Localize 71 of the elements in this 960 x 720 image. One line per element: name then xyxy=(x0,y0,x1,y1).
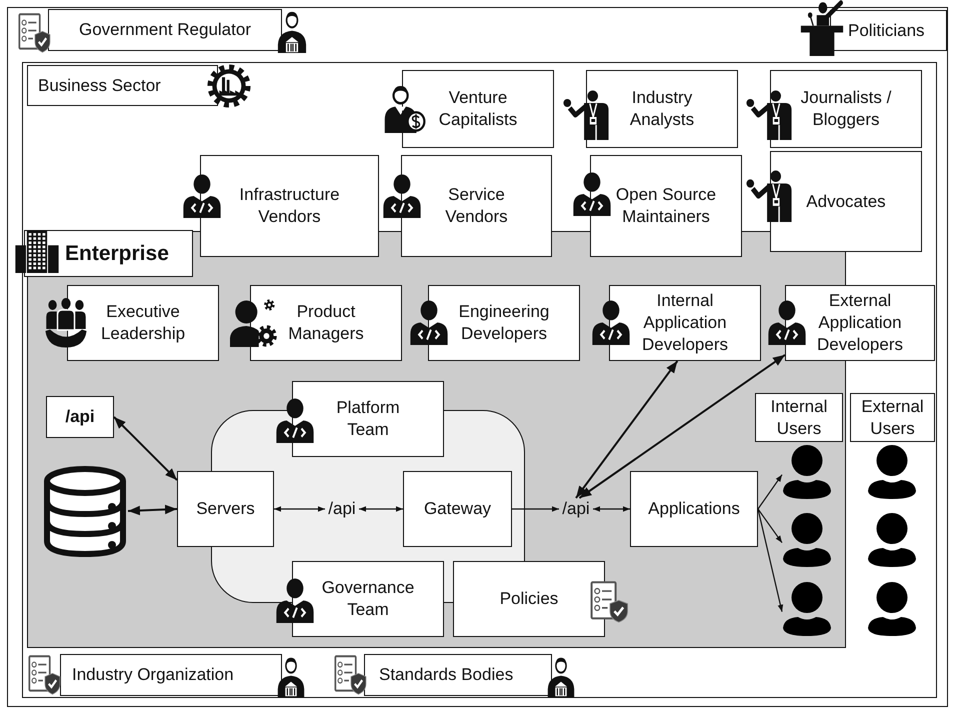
component-box xyxy=(177,471,274,547)
stakeholder-box xyxy=(364,654,552,696)
double-arrow xyxy=(128,504,178,516)
component-label: Gateway xyxy=(424,498,492,520)
stakeholder-box xyxy=(60,654,282,696)
role-box xyxy=(785,285,935,361)
role-label: Product Managers xyxy=(287,301,365,345)
role-label: Venture Capitalists xyxy=(438,87,518,131)
stakeholder-box xyxy=(48,9,282,51)
role-label: Open Source Maintainers xyxy=(614,184,718,228)
component-box xyxy=(403,471,512,547)
person-figure xyxy=(782,582,832,636)
component-label: Applications xyxy=(648,498,740,520)
person-figure xyxy=(867,582,917,636)
group-box xyxy=(755,393,843,442)
role-box xyxy=(200,155,379,257)
role-box xyxy=(609,285,761,361)
role-box xyxy=(67,285,219,361)
component-label: Servers xyxy=(196,498,255,520)
group-label: Internal Users xyxy=(770,396,828,440)
role-label: Journalists / Bloggers xyxy=(800,87,892,131)
role-label: Executive Leadership xyxy=(100,301,186,345)
role-box xyxy=(250,285,402,361)
role-box xyxy=(770,70,922,148)
role-label: Governance Team xyxy=(320,577,416,621)
component-box xyxy=(630,471,758,547)
stakeholder-label: Government Regulator xyxy=(79,19,251,41)
endpoint-box xyxy=(46,396,114,438)
double-arrow xyxy=(359,506,403,512)
stakeholder-label: Industry Organization xyxy=(72,664,234,686)
role-box xyxy=(292,381,444,457)
group-box xyxy=(850,393,935,442)
role-label: Infrastructure Vendors xyxy=(238,184,341,228)
database-cylinder xyxy=(42,465,128,557)
role-box xyxy=(401,155,552,257)
component-label: Policies xyxy=(500,588,558,610)
role-label: Advocates xyxy=(806,190,886,212)
role-box xyxy=(590,155,742,257)
role-label: Industry Analysts xyxy=(628,87,696,131)
person-figure xyxy=(867,445,917,499)
arrow xyxy=(758,474,782,510)
role-label: Engineering Developers xyxy=(458,301,550,345)
person-figure xyxy=(867,513,917,567)
arrow xyxy=(758,508,782,544)
role-box xyxy=(770,151,922,252)
double-arrow xyxy=(578,354,786,499)
frame-title: Business Sector xyxy=(27,65,218,106)
group-label: External Users xyxy=(860,396,925,440)
role-box xyxy=(292,561,444,637)
stakeholder-box xyxy=(830,10,947,51)
person-figure xyxy=(782,445,832,499)
person-figure xyxy=(782,513,832,567)
endpoint-label: /api xyxy=(559,498,593,520)
double-arrow xyxy=(575,360,678,499)
role-label: Platform Team xyxy=(335,397,401,441)
role-box xyxy=(586,70,738,148)
role-box xyxy=(402,70,554,148)
arrow xyxy=(512,506,559,512)
double-arrow xyxy=(274,506,325,512)
stakeholder-label: Politicians xyxy=(848,20,925,42)
role-label: Service Vendors xyxy=(444,184,509,228)
component-box xyxy=(453,561,605,637)
role-box xyxy=(428,285,580,361)
arrow xyxy=(757,508,784,612)
double-arrow xyxy=(113,416,178,481)
endpoint-label: /api xyxy=(325,498,359,520)
stakeholder-label: Standards Bodies xyxy=(379,664,514,686)
endpoint-label: /api xyxy=(65,406,95,428)
role-label: Internal Application Developers xyxy=(641,290,729,356)
double-arrow xyxy=(593,506,630,512)
role-label: External Application Developers xyxy=(816,290,904,356)
